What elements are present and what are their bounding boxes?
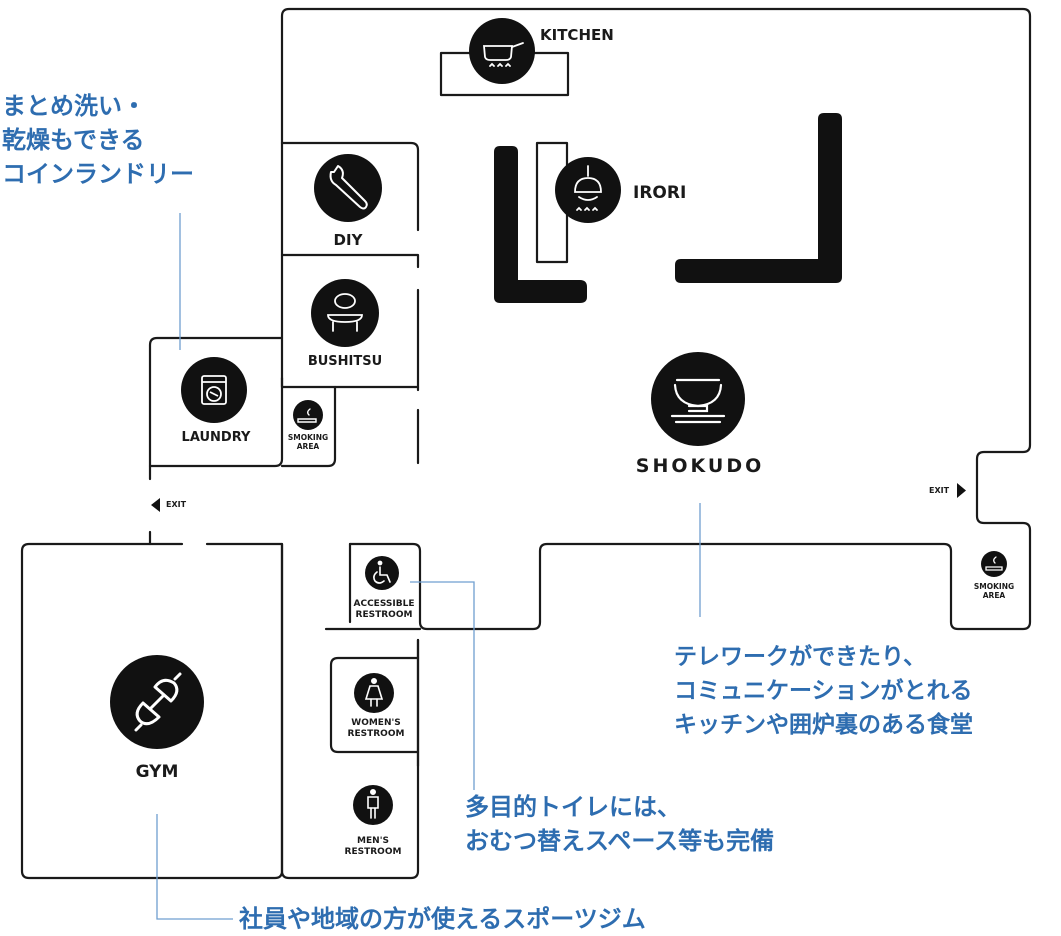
leader-lines: [156, 213, 701, 920]
smoking-area-right-line-2: AREA: [982, 591, 1006, 600]
accessible-restroom-line-1: ACCESSIBLE: [353, 599, 415, 609]
dumbbell-icon: [110, 655, 204, 749]
walls: [20, 7, 1032, 880]
womens-restroom-line-1: WOMEN'S: [351, 718, 401, 728]
note-shokudo: テレワークができたり、 コミュニケーションがとれる キッチンや囲炉裏のある食堂: [674, 640, 973, 742]
smoking-area-left-line-1: SMOKING: [287, 433, 329, 442]
kitchen-pot-icon: [469, 18, 535, 84]
room-label-bushitsu: BUSHITSU: [307, 354, 383, 369]
accessible-restroom-line-2: RESTROOM: [355, 610, 413, 620]
note-restroom-line-1: 多目的トイレには、: [465, 793, 681, 821]
note-restroom-line-2: おむつ替えスペース等も完備: [465, 827, 775, 855]
washing-machine-icon: [181, 357, 247, 423]
note-laundry-line-1: まとめ洗い・: [2, 92, 146, 120]
room-label-smoking-area-left: SMOKING AREA: [288, 433, 328, 451]
exit-label-right: EXIT: [929, 486, 950, 495]
smoking-area-left-line-2: AREA: [296, 442, 320, 451]
note-laundry-line-2: 乾燥もできる: [2, 126, 145, 154]
room-label-smoking-area-right: SMOKING AREA: [974, 582, 1014, 600]
note-laundry: まとめ洗い・ 乾燥もできる コインランドリー: [2, 89, 194, 191]
bushitsu-icon: [311, 279, 379, 347]
note-shokudo-line-3: キッチンや囲炉裏のある食堂: [674, 712, 973, 738]
note-shokudo-line-1: テレワークができたり、: [674, 644, 927, 670]
mens-restroom-line-1: MEN'S: [357, 836, 389, 846]
room-label-womens-restroom: WOMEN'S RESTROOM: [348, 718, 405, 740]
man-icon: [353, 785, 393, 825]
room-label-laundry: LAUNDRY: [181, 430, 251, 445]
womens-restroom-line-2: RESTROOM: [347, 729, 405, 739]
wheelchair-icon: [365, 556, 399, 590]
note-gym: 社員や地域の方が使えるスポーツジム: [239, 905, 646, 933]
irori-pot-icon: [555, 157, 621, 223]
wrench-icon: [314, 154, 382, 222]
room-label-gym: GYM: [135, 762, 179, 782]
room-label-diy: DIY: [333, 231, 363, 249]
note-restroom: 多目的トイレには、 おむつ替えスペース等も完備: [465, 790, 774, 858]
counters: [494, 113, 842, 303]
mens-restroom-line-2: RESTROOM: [344, 847, 402, 857]
room-label-shokudo: SHOKUDO: [635, 455, 765, 477]
exit-right-arrow: [957, 483, 966, 498]
room-label-mens-restroom: MEN'S RESTROOM: [345, 836, 402, 858]
smoking-area-right-line-1: SMOKING: [973, 582, 1015, 591]
rice-bowl-icon: [651, 352, 745, 446]
exit-label-left: EXIT: [166, 500, 187, 509]
woman-icon: [354, 673, 394, 713]
smoking-icon: [293, 400, 323, 430]
room-label-kitchen: KITCHEN: [540, 26, 614, 44]
smoking-icon: [981, 551, 1007, 577]
note-shokudo-line-2: コミュニケーションがとれる: [674, 678, 973, 704]
exit-left-arrow: [151, 498, 160, 512]
room-label-accessible-restroom: ACCESSIBLE RESTROOM: [354, 599, 415, 621]
note-laundry-line-3: コインランドリー: [2, 160, 194, 188]
room-label-irori: IRORI: [633, 183, 687, 203]
